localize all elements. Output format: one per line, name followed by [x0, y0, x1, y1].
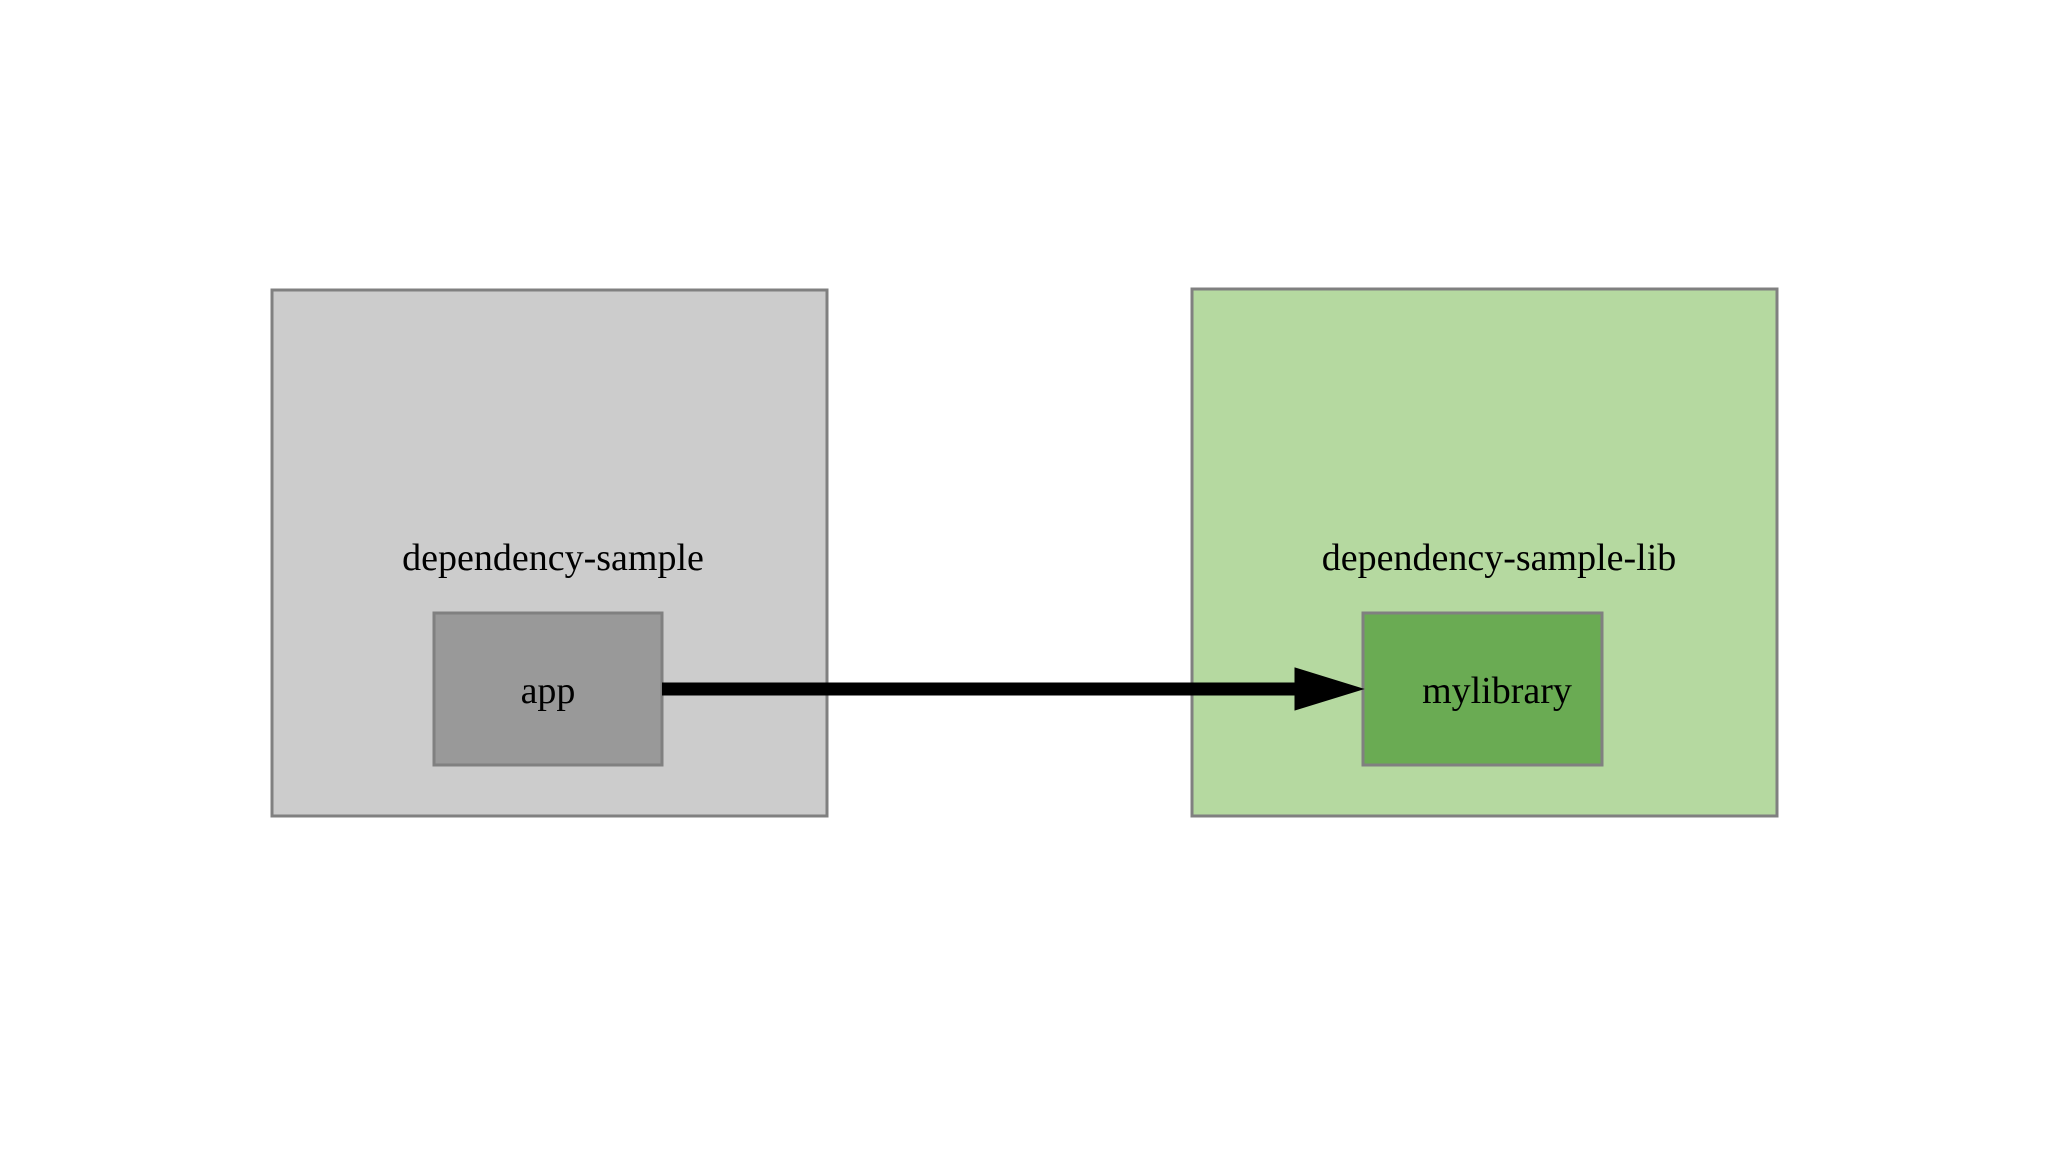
cluster-dependency-sample-lib[interactable]: dependency-sample-lib mylibrary: [1190, 287, 1779, 818]
node-mylibrary[interactable]: mylibrary: [1361, 611, 1604, 767]
cluster-dependency-sample-lib-label: dependency-sample-lib: [1322, 537, 1677, 579]
cluster-dependency-sample-lib-rect[interactable]: [1190, 287, 1779, 818]
node-mylibrary-label: mylibrary: [1422, 670, 1572, 712]
arrowhead-icon: [1294, 667, 1365, 711]
node-mylibrary-rect[interactable]: [1361, 611, 1604, 767]
cluster-dependency-sample-label: dependency-sample: [402, 537, 704, 579]
edge-app-to-mylibrary[interactable]: [662, 667, 1365, 711]
node-app[interactable]: app: [432, 611, 664, 767]
node-app-rect[interactable]: [432, 611, 664, 767]
cluster-dependency-sample[interactable]: dependency-sample app: [270, 288, 829, 818]
node-app-label: app: [521, 670, 576, 712]
